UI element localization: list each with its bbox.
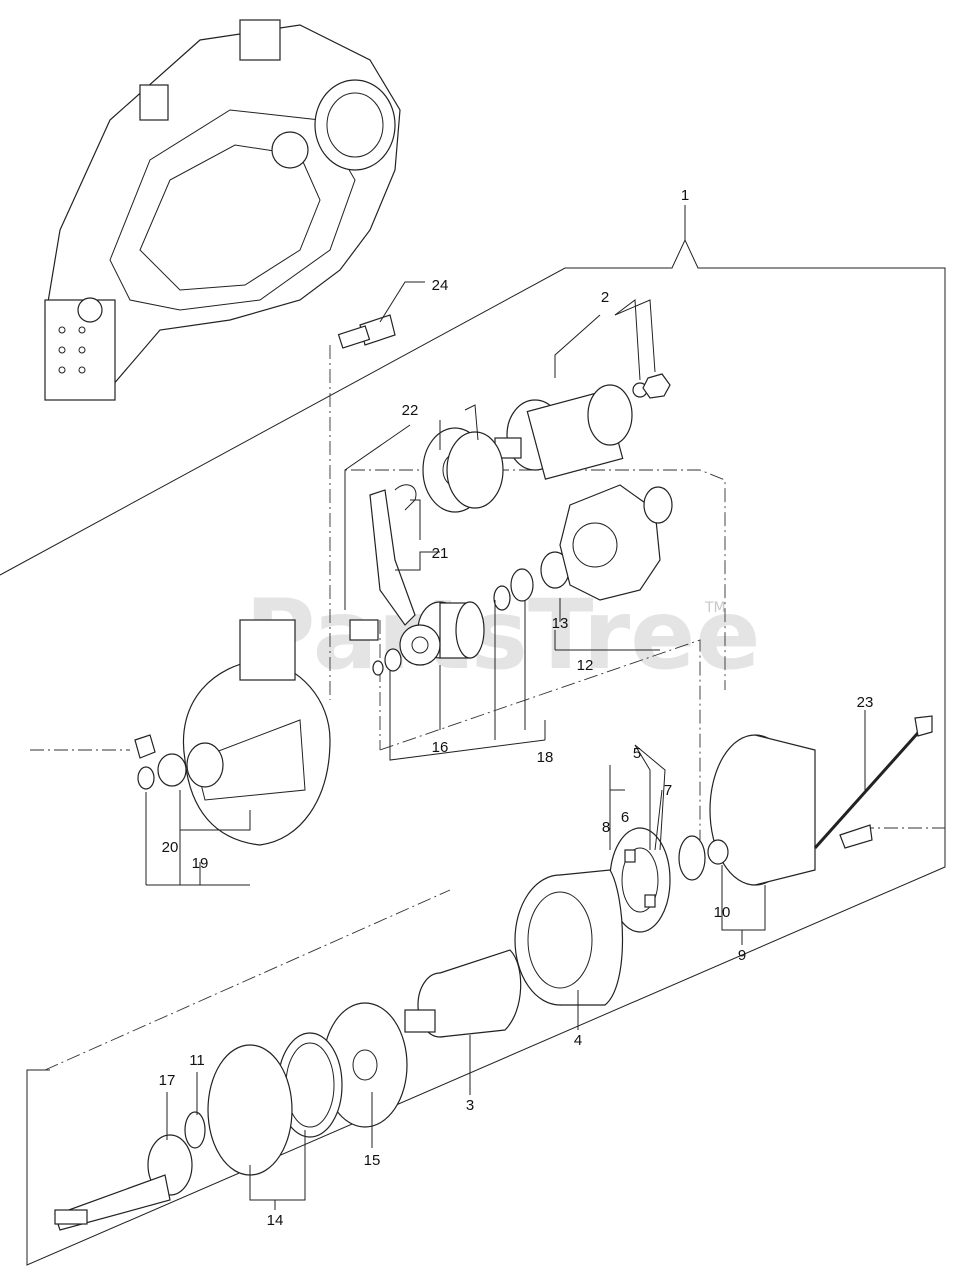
yoke-4 — [514, 869, 624, 1006]
through-bolt-23 — [813, 715, 933, 849]
callout-11: 11 — [189, 1052, 205, 1069]
armature-3 — [404, 949, 522, 1038]
callout-19: 19 — [192, 855, 209, 872]
callout-16: 16 — [432, 739, 449, 756]
shaft-17 — [54, 1111, 206, 1231]
assembly-outline — [0, 205, 946, 1266]
callout-1: 1 — [681, 187, 689, 204]
drive-housing-19 — [134, 619, 331, 846]
callout-10: 10 — [714, 904, 731, 921]
callout-2: 2 — [601, 289, 609, 306]
leader-lines — [145, 281, 866, 1210]
flywheel-housing — [44, 19, 401, 401]
callout-14: 14 — [267, 1212, 284, 1229]
callout-23: 23 — [857, 694, 874, 711]
callout-9: 9 — [738, 947, 746, 964]
callout-6: 6 — [621, 809, 629, 826]
watermark-tm: TM — [704, 600, 726, 616]
shift-lever-21 — [349, 484, 417, 641]
bolt-24 — [337, 314, 396, 349]
callout-7: 7 — [664, 782, 672, 799]
callout-3: 3 — [466, 1097, 474, 1114]
callout-5: 5 — [633, 745, 641, 762]
callout-24: 24 — [432, 277, 449, 294]
callout-21: 21 — [432, 545, 449, 562]
brush-holder-5 — [609, 827, 671, 933]
solenoid-switch-2 — [494, 373, 671, 480]
internal-gear-14 — [207, 1032, 343, 1176]
callout-13: 13 — [552, 615, 569, 632]
callout-8: 8 — [602, 819, 610, 836]
callout-18: 18 — [537, 749, 554, 766]
seal-washer-22 — [422, 427, 504, 513]
housing-12 — [493, 484, 673, 611]
center-lines — [30, 345, 945, 1071]
callout-17: 17 — [159, 1072, 176, 1089]
callout-12: 12 — [577, 657, 594, 674]
callout-22: 22 — [402, 402, 419, 419]
callout-20: 20 — [162, 839, 179, 856]
pinion-clutch-16 — [372, 601, 485, 676]
rear-cover-9 — [678, 734, 816, 886]
callout-labels: 1 2 3 4 5 6 7 8 9 10 11 12 13 14 15 16 1… — [159, 187, 874, 1229]
callout-15: 15 — [364, 1152, 381, 1169]
callout-4: 4 — [574, 1032, 582, 1049]
